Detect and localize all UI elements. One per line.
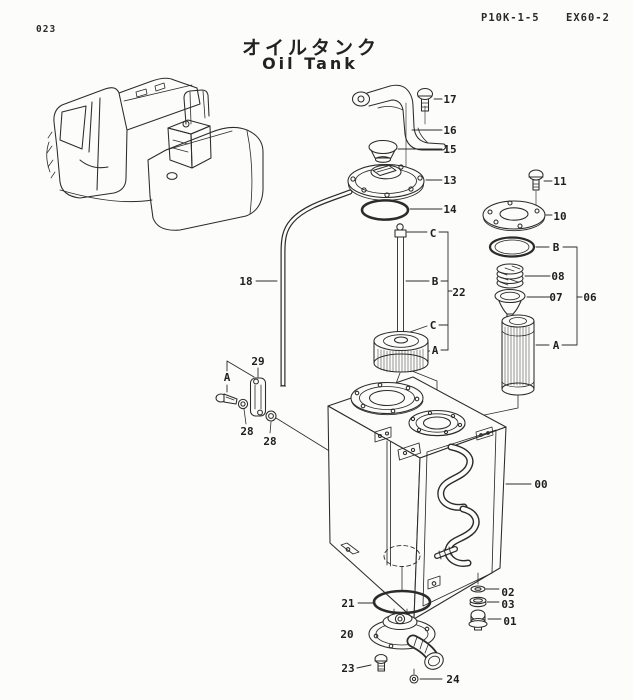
callout-view-b: B (553, 241, 560, 254)
excavator-thumbnail (46, 77, 264, 231)
part-elbow-fitting (215, 393, 238, 405)
callout-03: 03 (501, 598, 514, 611)
part-suction-rod-22 (394, 223, 407, 339)
callout-18: 18 (239, 275, 252, 288)
part-washer-28a (237, 398, 249, 425)
callout-16: 16 (443, 124, 457, 137)
group-bracket-22 (405, 231, 453, 352)
callout-14: 14 (443, 203, 457, 216)
part-filler-flange-13 (347, 163, 425, 201)
callout-group-22: 22 (452, 286, 465, 299)
callout-17: 17 (443, 93, 456, 106)
doc-code: P10K-1-5 (481, 12, 540, 24)
part-filter-element-A (501, 314, 535, 396)
part-oring-14 (360, 199, 410, 221)
callout-02: 02 (501, 586, 514, 599)
internal-hoses (434, 443, 480, 567)
group-bracket-06 (561, 246, 583, 346)
callout-15: 15 (443, 143, 456, 156)
callout-11: 11 (553, 175, 567, 188)
page-number: 023 (36, 24, 57, 35)
part-filler-tube-18 (280, 189, 353, 387)
page-title-english: Oil Tank (262, 54, 358, 73)
part-bolt-23 (374, 653, 388, 672)
callout-29: 29 (251, 355, 264, 368)
callout-00: 00 (534, 478, 547, 491)
part-spring-08 (496, 263, 524, 289)
callout-28b: 28 (263, 435, 276, 448)
leader-23 (356, 664, 372, 669)
callout-20: 20 (340, 628, 353, 641)
part-bolt-11 (528, 169, 544, 206)
part-nut-28b (265, 410, 332, 453)
part-level-gauge-29 (249, 377, 267, 417)
callout-10: 10 (553, 210, 566, 223)
callout-28a: 28 (240, 425, 253, 438)
callout-08: 08 (551, 270, 564, 283)
callout-view-a-left: A (224, 371, 231, 384)
callout-group-06: 06 (583, 291, 597, 304)
part-washer-02 (470, 585, 486, 593)
part-suction-flange-20 (368, 608, 444, 670)
leaders-filler-group (397, 98, 553, 346)
part-drain-plug-01 (468, 609, 488, 631)
leaders-01-02-03 (485, 588, 502, 620)
part-strainer (373, 330, 429, 373)
part-cap-15 (368, 140, 398, 163)
view-a-left-lines (226, 360, 255, 393)
callout-labels: 17 16 15 13 14 11 10 B 08 07 06 A C B C … (224, 93, 597, 686)
callout-23: 23 (341, 662, 354, 675)
part-ring-03 (469, 596, 487, 608)
part-cover-plate-10 (482, 200, 546, 232)
part-tank-body-00 (327, 376, 507, 621)
callout-view-c-top: C (430, 227, 437, 240)
callout-13: 13 (443, 174, 456, 187)
part-plug-24 (409, 668, 419, 684)
model-code: EX60-2 (566, 12, 610, 24)
callout-view-a-right: A (553, 339, 560, 352)
assembly-axis-line (405, 102, 426, 177)
callout-24: 24 (446, 673, 460, 686)
callout-01: 01 (503, 615, 517, 628)
part-bracket-16 (351, 84, 447, 151)
callout-view-c-mid: C (430, 319, 437, 332)
page-title-japanese: オイルタンク (241, 37, 380, 59)
callout-view-b-mid: B (432, 275, 439, 288)
callout-view-a-mid: A (432, 344, 439, 357)
part-oring-B (488, 236, 536, 258)
callout-21: 21 (341, 597, 355, 610)
callout-07: 07 (549, 291, 562, 304)
